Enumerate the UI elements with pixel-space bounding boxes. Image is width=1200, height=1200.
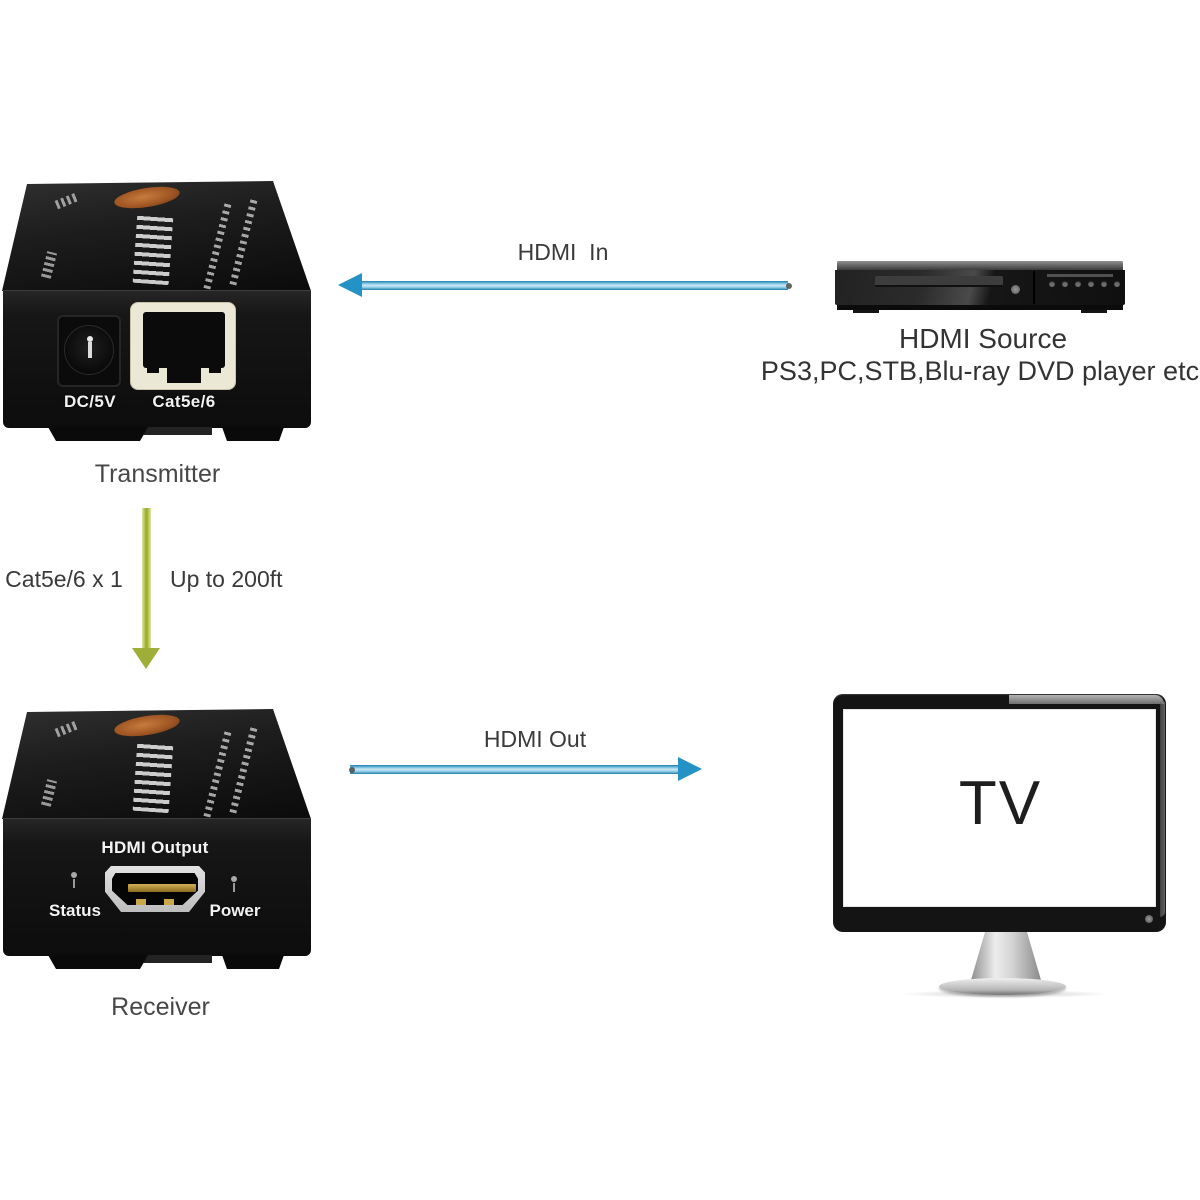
source-subtitle: PS3,PC,STB,Blu-ray DVD player etc	[760, 356, 1200, 386]
tv-bezel-highlight	[1009, 695, 1164, 704]
device-bottom-strip	[112, 427, 212, 435]
power-led-icon	[228, 876, 240, 892]
rj45-port	[130, 302, 236, 390]
top-marking	[229, 198, 258, 286]
device-foot	[222, 427, 284, 441]
top-marking	[54, 192, 79, 210]
hdmi-output-port	[105, 866, 205, 912]
rj45-opening	[143, 312, 225, 368]
dvd-foot	[853, 310, 879, 313]
status-label: Status	[49, 901, 101, 920]
tv-screen-label: TV	[958, 769, 1043, 838]
brand-text-marking	[132, 740, 174, 814]
cat5-arrowhead-icon	[132, 648, 160, 669]
hdmi-out-shaft	[350, 765, 680, 774]
hdmi-contacts	[136, 899, 146, 905]
dvd-top-edge	[837, 261, 1123, 270]
hdmi-in-arrowhead-icon	[338, 273, 362, 297]
transmitter-device: DC/5V Cat5e/6	[2, 180, 312, 442]
rj45-latch-slot	[167, 363, 201, 383]
top-marking	[229, 726, 258, 814]
transmitter-top-face	[2, 181, 311, 291]
status-led-icon	[68, 872, 80, 888]
tv-screen: TV	[843, 709, 1156, 907]
tv-stand-neck	[971, 932, 1041, 980]
device-bottom-strip	[112, 955, 212, 963]
tv-stand-base	[939, 978, 1066, 995]
tv-shadow	[899, 990, 1111, 998]
dvd-logo-icon	[1011, 285, 1020, 294]
hdmi-contacts	[128, 884, 196, 892]
dvd-button-icon	[1062, 281, 1068, 287]
rj45-notch	[209, 359, 221, 373]
rj45-notch	[147, 359, 159, 373]
dvd-display-strip	[1047, 274, 1113, 277]
brand-text-marking	[132, 212, 174, 286]
device-foot	[48, 955, 148, 969]
brand-logo-icon	[112, 182, 182, 213]
distance-label: Up to 200ft	[170, 566, 283, 592]
dc-port-label: DC/5V	[63, 392, 117, 411]
receiver-device: HDMI Output Status Power	[2, 708, 312, 970]
dvd-button-icon	[1088, 281, 1094, 287]
hdmi-in-shaft	[360, 281, 788, 290]
cat5-count-label: Cat5e/6 x 1	[5, 566, 123, 592]
power-label: Power	[209, 901, 261, 920]
hdmi-out-arrowhead-icon	[678, 757, 702, 781]
tv-bezel-highlight	[1160, 702, 1165, 917]
top-marking	[203, 202, 232, 290]
hdmi-port-opening	[112, 873, 198, 905]
hdmi-out-label: HDMI Out	[483, 726, 587, 752]
ethernet-port-label: Cat5e/6	[152, 392, 216, 411]
dc-pin-icon	[87, 336, 93, 358]
dvd-button-icon	[1049, 281, 1055, 287]
dvd-body	[835, 270, 1125, 305]
hdmi-in-label: HDMI In	[517, 239, 609, 265]
cat5-shaft	[142, 508, 151, 650]
dvd-panel-divider	[1033, 271, 1035, 304]
hdmi-output-label: HDMI Output	[101, 838, 209, 857]
tv-power-icon	[1145, 915, 1153, 923]
device-foot	[222, 955, 284, 969]
dvd-button-icon	[1101, 281, 1107, 287]
hdmi-in-tail-dot	[786, 283, 792, 289]
dc-jack-ring	[64, 325, 114, 375]
hdmi-out-tail-dot	[349, 767, 355, 773]
dvd-base	[837, 305, 1123, 310]
top-marking	[203, 730, 232, 818]
dc-power-jack	[57, 315, 121, 387]
disc-tray	[875, 276, 1003, 287]
receiver-top-face	[2, 709, 311, 819]
receiver-caption: Receiver	[111, 993, 210, 1021]
brand-logo-icon	[112, 710, 182, 741]
hdmi-contacts	[164, 899, 174, 905]
top-marking	[54, 720, 79, 738]
top-marking	[41, 251, 57, 279]
dvd-foot	[1081, 310, 1107, 313]
top-marking	[41, 779, 57, 807]
transmitter-caption: Transmitter	[94, 460, 221, 488]
source-title: HDMI Source	[898, 323, 1068, 354]
device-foot	[48, 427, 148, 441]
tv-monitor: TV	[833, 694, 1166, 1006]
dvd-player	[835, 261, 1125, 313]
dvd-button-icon	[1075, 281, 1081, 287]
dvd-button-icon	[1114, 281, 1120, 287]
